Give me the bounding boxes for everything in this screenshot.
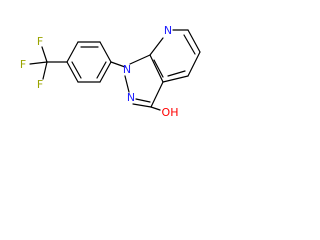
bond-ph-6 [66,61,79,83]
bond-c-f3 [42,61,48,80]
bond-c3-oh [150,106,161,111]
cf3-bonds [29,46,68,80]
bond-c-f1 [41,46,48,63]
pyridine-ring [149,29,201,83]
atom-f3: F [37,78,43,91]
atom-oh: OH [162,106,179,119]
bond-ph-4 [99,61,112,83]
bond-c-f2 [29,61,48,65]
molecule-structure: F F F N N N OH [20,24,201,119]
structure-canvas: F F F N N N OH [0,0,233,135]
atom-n1: N [123,63,131,76]
bond-ph-3 [99,41,112,63]
bond-c7a-npyr [149,37,164,56]
atom-n2: N [127,91,135,104]
bond-c3-c3a [150,81,164,108]
bond-ph-1 [66,41,79,63]
bond-ph-double-3 [71,61,82,79]
pyrazole-ring [124,54,164,111]
bond-n1-c7a [129,54,151,65]
bond-c6-c5-double [183,34,196,55]
bond-c7a-c3a [149,54,164,83]
phenyl-ring [66,41,112,83]
bond-n2-c3 [132,103,152,108]
atom-n-pyridine: N [164,24,172,37]
atom-f1: F [37,35,43,48]
bond-c6-c5 [187,29,201,53]
bond-ph-double-2 [96,61,107,79]
bond-phenyl-n1 [110,61,126,68]
bond-n1-n2 [124,75,130,93]
atom-f2: F [20,58,26,71]
bond-c4-c3a-double [167,70,186,77]
bond-c4-c3a [162,75,189,83]
bond-n2-c3-double [135,98,151,103]
bond-c7a-c3a-double [153,59,164,78]
bond-c5-c4 [187,51,201,77]
